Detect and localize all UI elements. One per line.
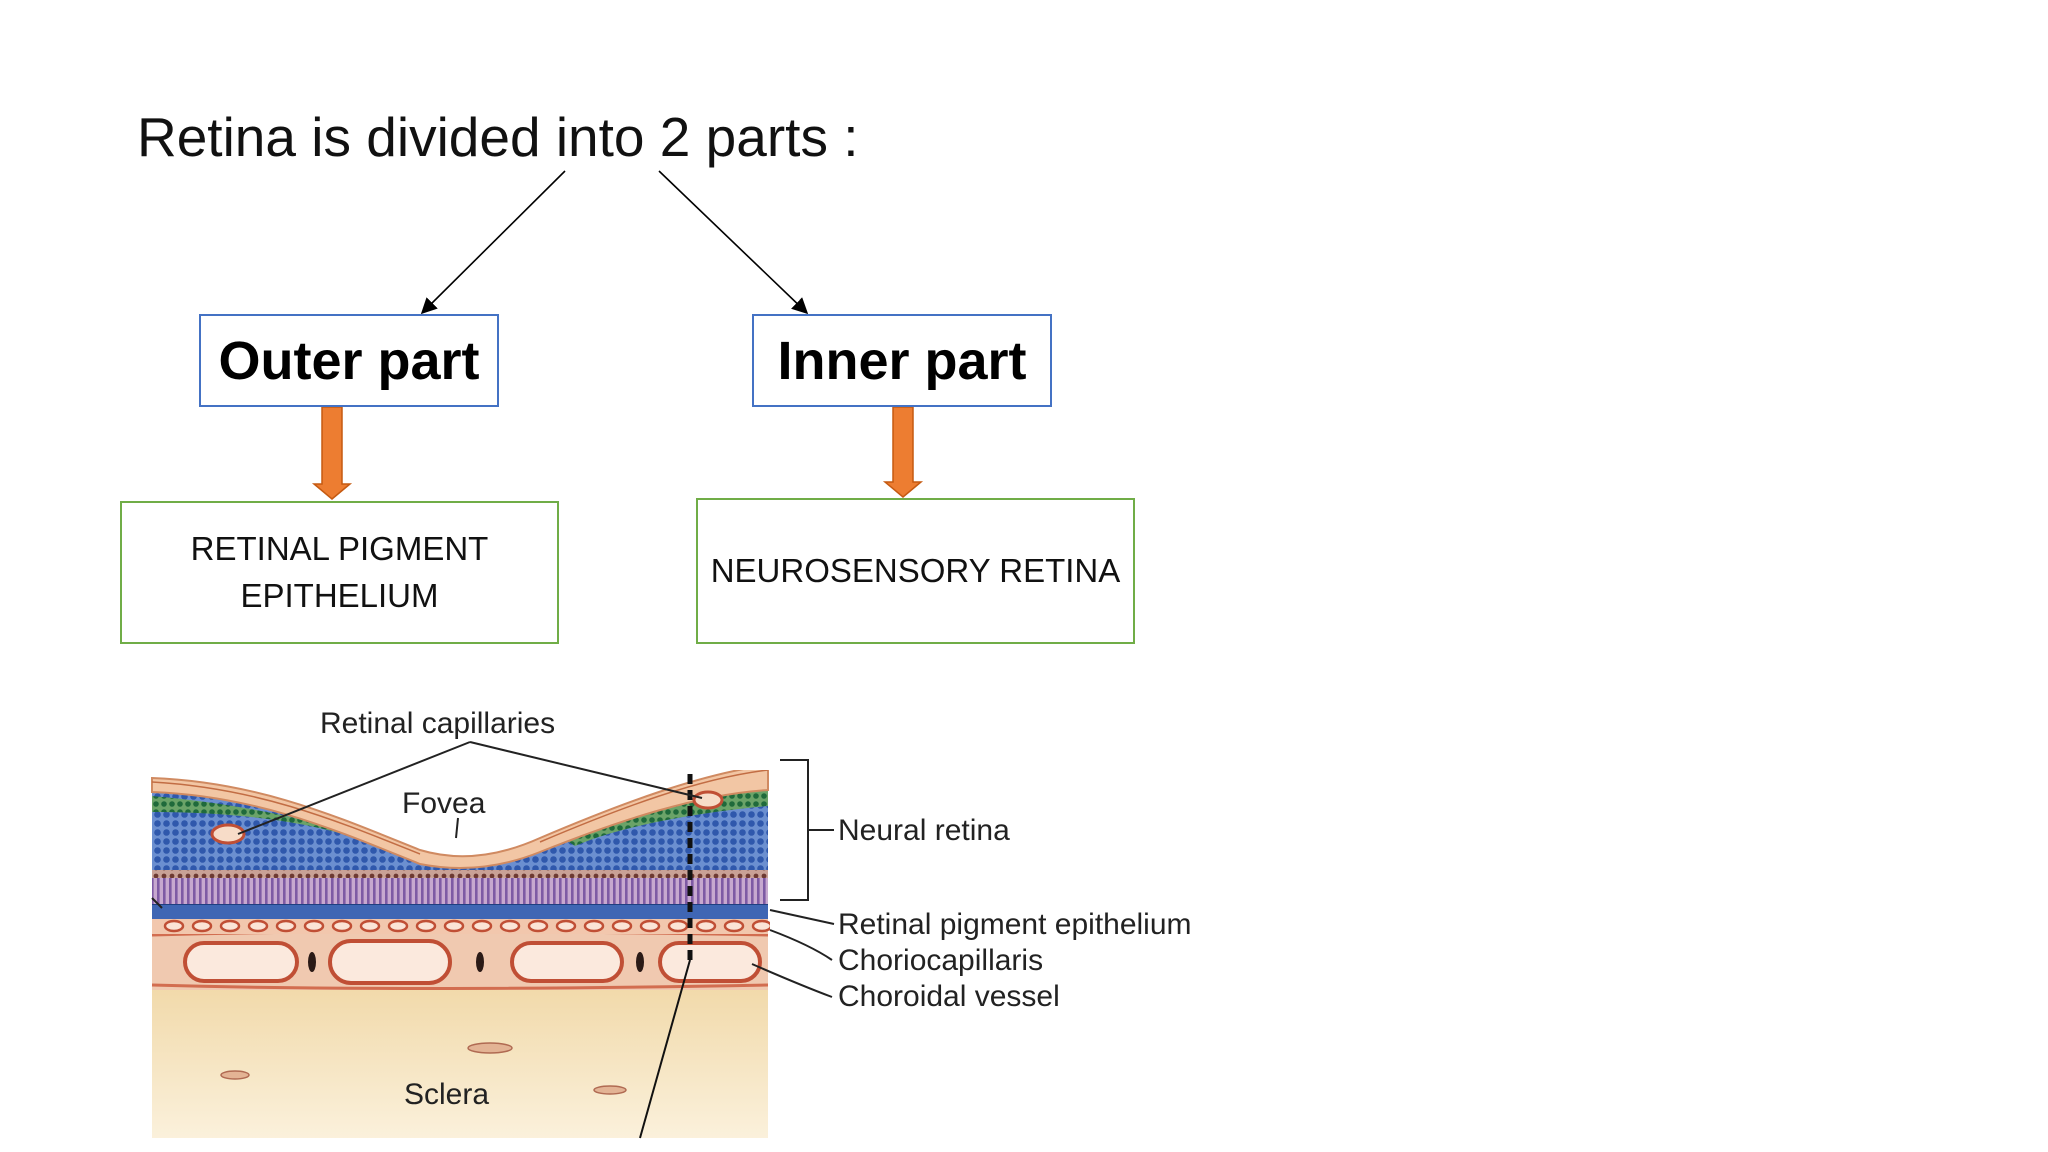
retinal-capillaries-label: Retinal capillaries — [320, 707, 555, 740]
sclera-label: Sclera — [404, 1078, 489, 1111]
sclera-layer — [152, 985, 768, 1138]
neural-retina-label: Neural retina — [838, 814, 1010, 847]
neurosensory-retina-box: NEUROSENSORY RETINA — [696, 498, 1135, 644]
inner-part-box: Inner part — [752, 314, 1052, 407]
fovea-label: Fovea — [402, 787, 486, 820]
inner-retina-layers — [152, 775, 768, 870]
slide-title: Retina is divided into 2 parts : — [137, 106, 859, 168]
inner-part-label: Inner part — [777, 330, 1027, 391]
retina-layers — [151, 770, 770, 1138]
connector-to-inner — [658, 170, 809, 315]
outer-part-label: Outer part — [218, 330, 480, 391]
rpe-label: RETINAL PIGMENT EPITHELIUM — [190, 529, 489, 614]
outer-down-arrow — [311, 406, 353, 500]
choroidal-vessel-label: Choroidal vessel — [838, 980, 1060, 1013]
photoreceptor-layer — [152, 876, 768, 904]
outer-part-box: Outer part — [199, 314, 499, 407]
rpe-box: RETINAL PIGMENT EPITHELIUM — [120, 501, 559, 644]
neurosensory-retina-label: NEUROSENSORY RETINA — [710, 551, 1121, 589]
connector-to-outer — [420, 170, 566, 315]
neural-retina-bracket — [780, 759, 809, 901]
choriocapillaris-label: Choriocapillaris — [838, 944, 1043, 977]
inner-down-arrow — [882, 406, 924, 498]
rpe-layer — [152, 904, 768, 919]
rpe-figure-label: Retinal pigment epithelium — [838, 908, 1192, 941]
